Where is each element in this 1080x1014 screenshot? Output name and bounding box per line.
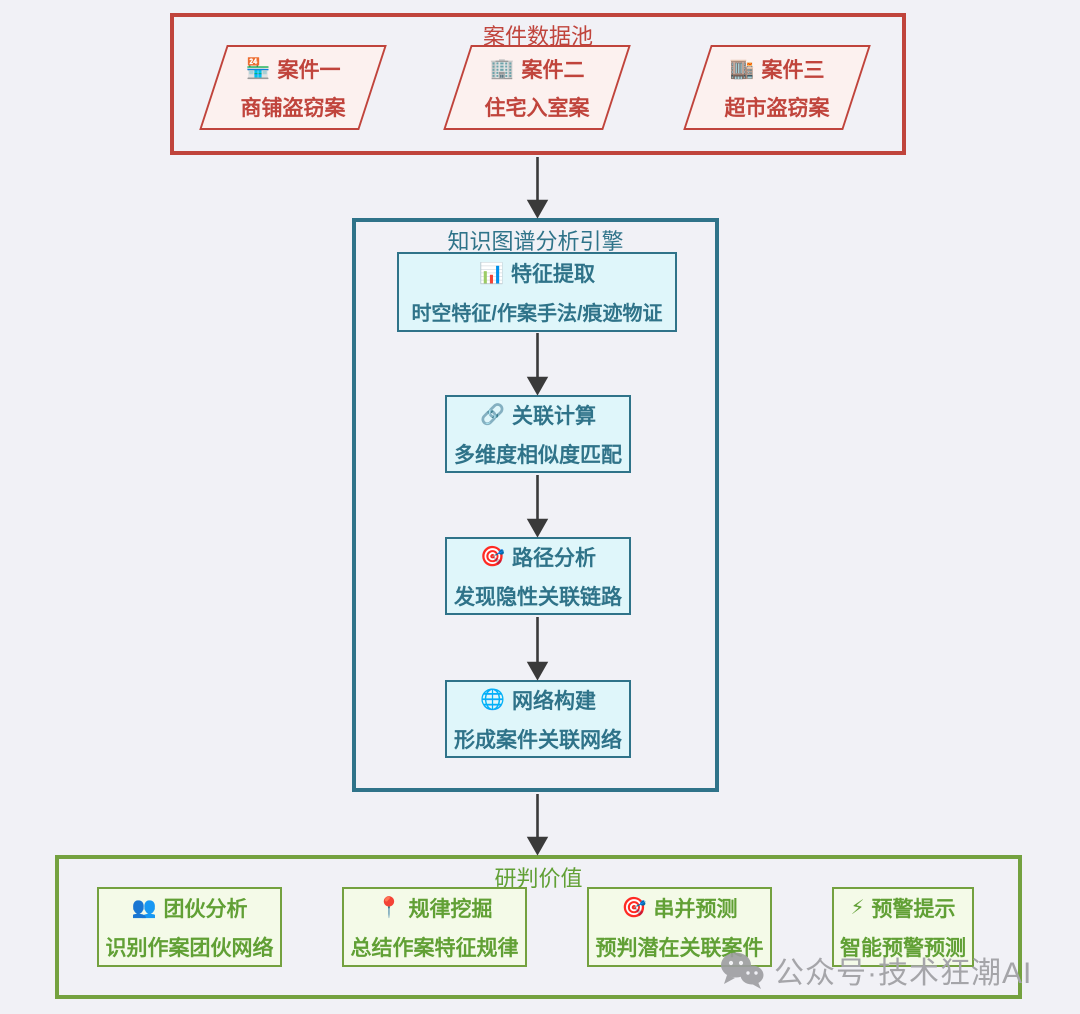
engine-step-network-construction: 🌐 网络构建 形成案件关联网络 bbox=[445, 680, 631, 758]
dart-target-icon: 🎯 bbox=[621, 897, 647, 919]
step-name: 网络构建 bbox=[511, 689, 596, 713]
case-name: 案件二 bbox=[521, 58, 585, 82]
step-desc: 发现隐性关联链路 bbox=[454, 585, 622, 609]
knowledge-graph-engine-container: 知识图谱分析引擎 📊 特征提取 时空特征/作案手法/痕迹物证 🔗 关联计算 多维… bbox=[352, 218, 719, 792]
value-name: 团伙分析 bbox=[163, 897, 248, 921]
engine-step-association-computation: 🔗 关联计算 多维度相似度匹配 bbox=[445, 395, 631, 473]
department-store-icon: 🏬 bbox=[729, 58, 755, 80]
case-data-pool-container: 案件数据池 🏪 案件一 商铺盗窃案 🏢 案件二 住宅入室案 bbox=[170, 13, 906, 155]
value-desc: 智能预警预测 bbox=[840, 936, 966, 960]
wechat-icon bbox=[721, 952, 764, 989]
step-name: 路径分析 bbox=[511, 546, 596, 570]
value-name: 串并预测 bbox=[653, 897, 738, 921]
engine-title: 知识图谱分析引擎 bbox=[447, 229, 624, 254]
case-desc: 住宅入室案 bbox=[484, 96, 590, 120]
case-node-1: 🏪 案件一 商铺盗窃案 bbox=[199, 45, 387, 130]
value-desc: 总结作案特征规律 bbox=[350, 936, 519, 960]
value-node-gang-analysis: 👥 团伙分析 识别作案团伙网络 bbox=[97, 887, 282, 967]
dart-target-icon: 🎯 bbox=[480, 546, 505, 568]
watermark-text: 公众号·技术狂潮AI bbox=[774, 957, 1033, 990]
step-desc: 时空特征/作案手法/痕迹物证 bbox=[411, 303, 663, 325]
case-name: 案件三 bbox=[761, 58, 825, 82]
case-name: 案件一 bbox=[277, 58, 341, 82]
step-name: 关联计算 bbox=[511, 404, 596, 428]
flow-arrowhead bbox=[526, 199, 549, 219]
globe-icon: 🌐 bbox=[480, 689, 505, 711]
value-name: 规律挖掘 bbox=[408, 897, 493, 921]
lightning-icon: ⚡ bbox=[850, 897, 865, 919]
engine-step-feature-extraction: 📊 特征提取 时空特征/作案手法/痕迹物证 bbox=[397, 252, 677, 332]
flow-arrowhead bbox=[526, 836, 549, 856]
convenience-store-icon: 🏪 bbox=[245, 58, 271, 80]
step-name: 特征提取 bbox=[510, 263, 595, 286]
value-desc: 预判潜在关联案件 bbox=[595, 936, 764, 960]
value-desc: 识别作案团伙网络 bbox=[105, 936, 274, 960]
analysis-value-container: 研判价值 👥 团伙分析 识别作案团伙网络 📍 规律挖掘 总结作案特征规律 🎯 串… bbox=[55, 855, 1022, 999]
case-desc: 超市盗窃案 bbox=[724, 96, 830, 120]
bar-chart-icon: 📊 bbox=[479, 262, 504, 285]
step-desc: 形成案件关联网络 bbox=[454, 728, 622, 752]
case-desc: 商铺盗窃案 bbox=[240, 96, 346, 120]
link-icon: 🔗 bbox=[480, 404, 505, 426]
busts-in-silhouette-icon: 👥 bbox=[131, 897, 157, 919]
engine-step-path-analysis: 🎯 路径分析 发现隐性关联链路 bbox=[445, 537, 631, 615]
case-node-2: 🏢 案件二 住宅入室案 bbox=[443, 45, 631, 130]
case-node-3: 🏬 案件三 超市盗窃案 bbox=[683, 45, 871, 130]
value-title: 研判价值 bbox=[494, 866, 583, 891]
office-building-icon: 🏢 bbox=[489, 58, 515, 80]
value-node-early-warning: ⚡ 预警提示 智能预警预测 bbox=[832, 887, 974, 967]
value-node-pattern-mining: 📍 规律挖掘 总结作案特征规律 bbox=[342, 887, 527, 967]
case-data-pool-title: 案件数据池 bbox=[482, 24, 593, 49]
step-desc: 多维度相似度匹配 bbox=[454, 443, 622, 467]
watermark: 公众号·技术狂潮AI bbox=[720, 948, 1032, 992]
value-name: 预警提示 bbox=[871, 897, 956, 921]
value-node-serial-case-prediction: 🎯 串并预测 预判潜在关联案件 bbox=[587, 887, 772, 967]
round-pushpin-icon: 📍 bbox=[376, 897, 402, 919]
